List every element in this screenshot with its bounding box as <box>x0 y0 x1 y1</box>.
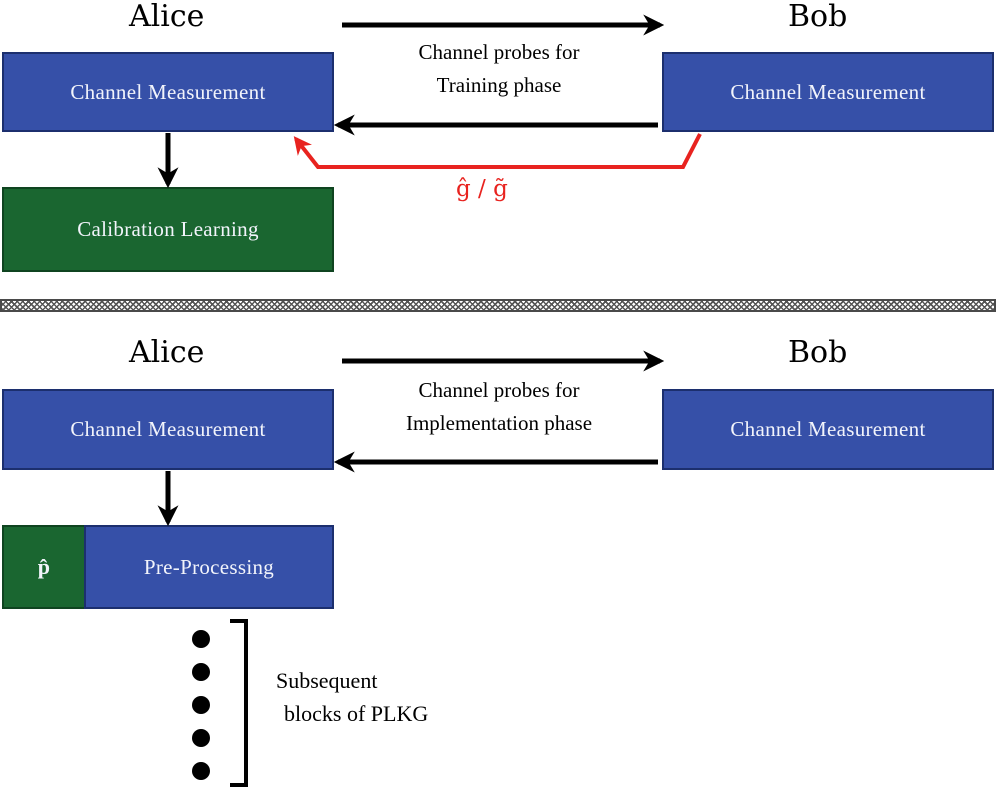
calibration-learning-box: Calibration Learning <box>2 187 334 272</box>
pre-processing-label: Pre-Processing <box>143 554 275 579</box>
implementation-probe-caption-line1: Channel probes for <box>418 378 580 402</box>
training-probe-caption-line2: Training phase <box>436 73 562 97</box>
subsequent-blocks-caption: Subsequent blocks of PLKG <box>276 664 428 730</box>
p-hat-label: p̂ <box>37 554 51 579</box>
bob-channel-measurement-label: Channel Measurement <box>730 79 926 104</box>
alice-channel-measurement-implementation: Channel Measurement <box>2 389 334 470</box>
pre-processing-box: Pre-Processing <box>84 525 334 609</box>
subsequent-blocks-line2: blocks of PLKG <box>284 701 429 726</box>
continuation-dot <box>192 729 210 747</box>
bob-channel-measurement-impl-label: Channel Measurement <box>730 417 926 441</box>
bob-channel-measurement-implementation: Channel Measurement <box>662 389 994 470</box>
alice-channel-measurement-label: Channel Measurement <box>70 79 266 104</box>
bob-label-training: Bob <box>788 0 848 34</box>
alice-label-implementation: Alice <box>129 335 205 370</box>
bob-channel-measurement-training: Channel Measurement <box>662 52 994 132</box>
phase-divider <box>0 299 996 312</box>
alice-channel-measurement-impl-label: Channel Measurement <box>70 417 266 441</box>
subsequent-blocks-line1: Subsequent <box>276 668 378 693</box>
implementation-probe-caption-line2: Implementation phase <box>405 411 593 435</box>
calibration-learning-label: Calibration Learning <box>77 217 259 241</box>
feedback-g-label: ĝ / g̃ <box>456 176 508 202</box>
alice-channel-measurement-training: Channel Measurement <box>2 52 334 132</box>
training-probe-caption: Channel probes for Training phase <box>344 36 654 102</box>
continuation-dot <box>192 663 210 681</box>
continuation-dot <box>192 696 210 714</box>
bob-label-implementation: Bob <box>788 335 848 370</box>
feedback-arrow <box>293 133 702 169</box>
continuation-dot <box>192 762 210 780</box>
continuation-dot <box>192 630 210 648</box>
training-probe-caption-line1: Channel probes for <box>418 40 580 64</box>
implementation-probe-caption: Channel probes for Implementation phase <box>344 374 654 440</box>
subsequent-blocks-bracket <box>230 619 248 787</box>
alice-label-training: Alice <box>129 0 205 34</box>
